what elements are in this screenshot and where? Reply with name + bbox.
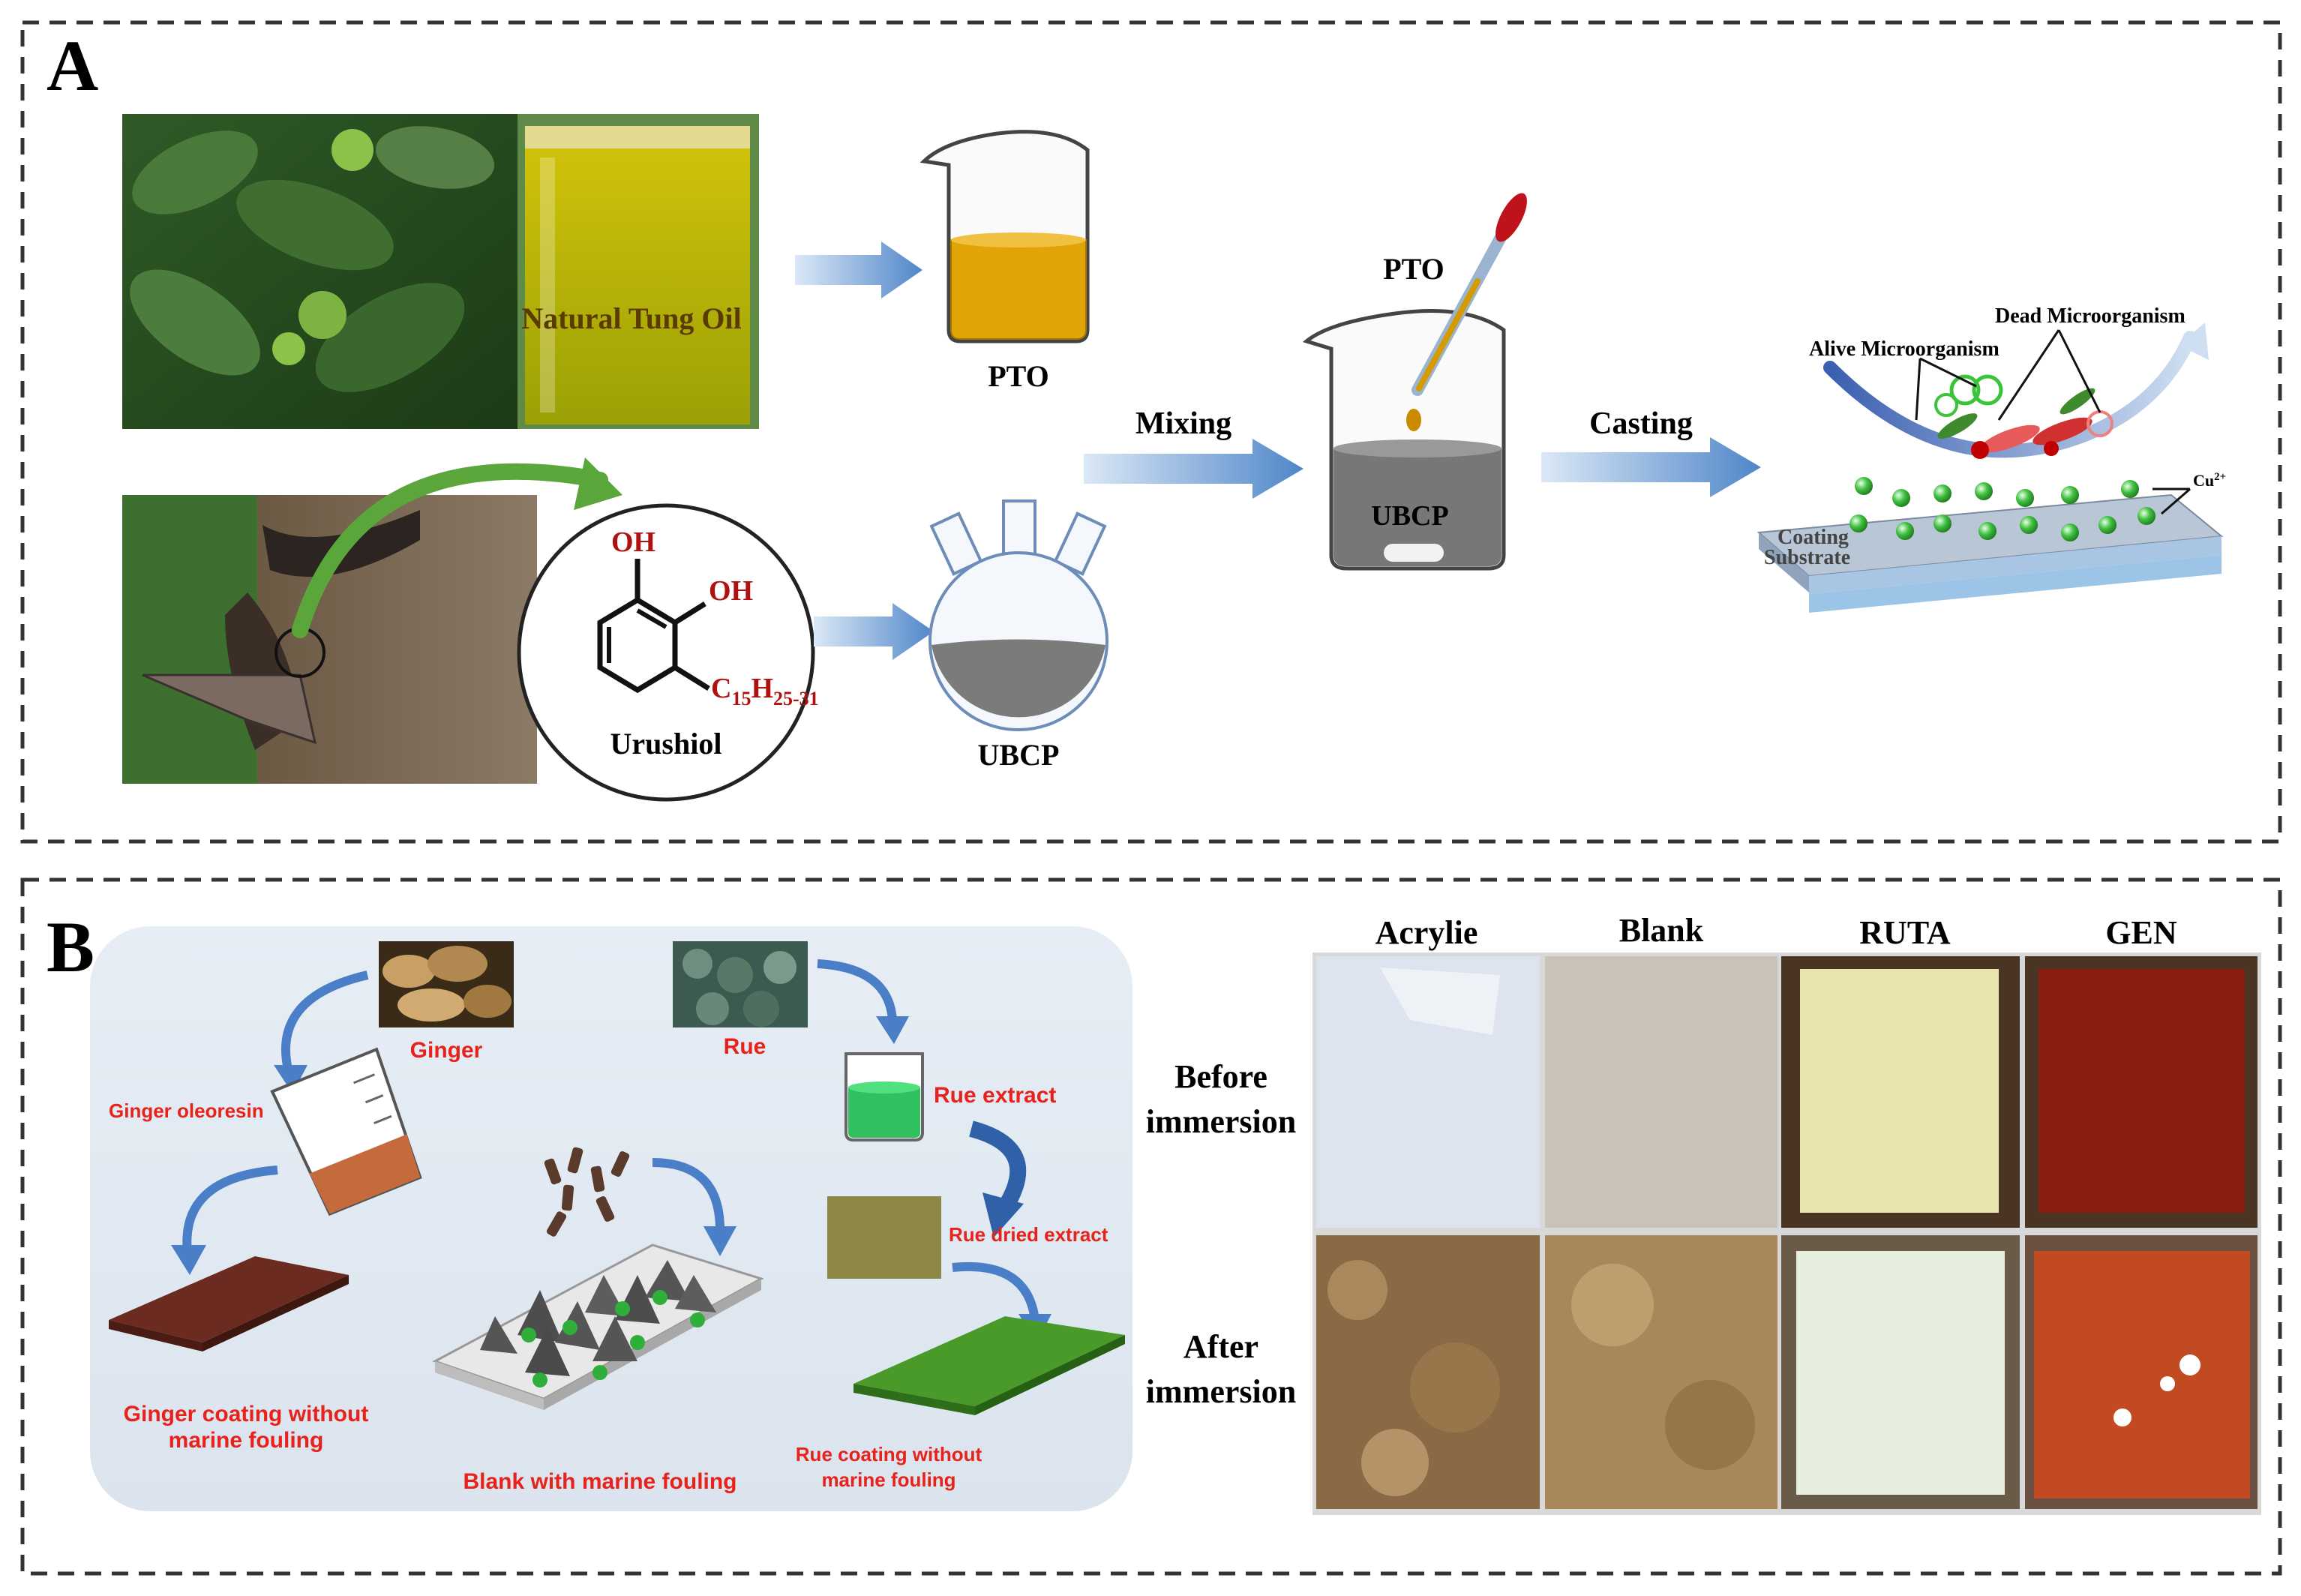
- column-label-gen: GEN: [2105, 914, 2177, 951]
- mixing-beaker-icon: [1302, 309, 1506, 571]
- photo-ruta-after: [1796, 1251, 2005, 1495]
- rue-coating-label-1: Rue coating without: [796, 1443, 982, 1466]
- urushiol-name: Urushiol: [610, 727, 722, 760]
- coating-label: Coating: [1778, 526, 1849, 549]
- ginger-coating-label-2: marine fouling: [169, 1428, 324, 1453]
- photo-gen-before: [2038, 969, 2245, 1213]
- photo-grid: [1312, 952, 2261, 1515]
- curved-green-arrowhead: [574, 458, 622, 510]
- panel-b-letter: B: [46, 907, 94, 987]
- alive-microorganism-label: Alive Microorganism: [1809, 338, 2000, 361]
- urushiol-side-chain: C15H25-31: [711, 673, 819, 710]
- arrowhead-extract: [982, 1192, 1024, 1238]
- pto-beaker-icon: [920, 130, 1090, 344]
- rue-extract-label: Rue extract: [934, 1083, 1056, 1108]
- arrow-oil-to-pto: [795, 242, 922, 298]
- rue-extract-beaker-icon: [844, 1052, 924, 1142]
- rue-dried-extract-photo: [827, 1196, 941, 1279]
- rue-coating-label-2: marine fouling: [821, 1468, 956, 1491]
- ubcp-flask-icon: [928, 500, 1108, 731]
- column-label-blank: Blank: [1619, 912, 1704, 949]
- mixing-label: Mixing: [1136, 406, 1232, 441]
- cu-ions: [1850, 477, 2156, 542]
- tung-tree-photo: [122, 114, 518, 429]
- arrow-particles-to-blank: [652, 1158, 724, 1231]
- arrow-mixing: [1084, 439, 1304, 499]
- lacquer-tree-photo: [122, 495, 537, 784]
- cu-label: Cu2+: [2193, 471, 2226, 490]
- pipette-label: PTO: [1383, 252, 1444, 286]
- curved-green-arrow: [292, 463, 608, 638]
- arrow-rue-to-extract: [817, 959, 897, 1021]
- fouling-particles-icon: [544, 1147, 630, 1237]
- ginger-photo: [379, 941, 514, 1028]
- tung-oil-photo: [518, 114, 759, 429]
- ginger-label: Ginger: [410, 1038, 483, 1063]
- row-label-before-1: Before: [1174, 1058, 1268, 1095]
- panel-a-letter: A: [46, 26, 98, 106]
- tung-oil-label: Natural Tung Oil: [521, 302, 741, 335]
- mix-beaker-label: UBCP: [1371, 500, 1448, 532]
- casting-label: Casting: [1589, 406, 1693, 441]
- urushiol-oh1: OH: [611, 526, 656, 558]
- rue-coating-plate: [854, 1316, 1125, 1415]
- rue-photo: [673, 941, 808, 1028]
- arrow-urushiol-to-ubcp: [814, 603, 934, 660]
- ginger-oleoresin-label: Ginger oleoresin: [109, 1100, 264, 1122]
- pipette-icon: [1406, 193, 1527, 431]
- arrowhead-rue: [876, 1016, 909, 1044]
- arrow-oleoresin-to-coating: [182, 1166, 278, 1253]
- arrowhead-oleoresin: [171, 1245, 206, 1275]
- rue-label: Rue: [724, 1034, 766, 1059]
- pto-beaker-label: PTO: [988, 359, 1049, 393]
- row-label-before-2: immersion: [1146, 1103, 1296, 1140]
- arrow-casting: [1541, 437, 1761, 497]
- blank-fouling-label: Blank with marine fouling: [463, 1469, 736, 1494]
- column-label-ruta: RUTA: [1859, 914, 1951, 951]
- panel-b-border: [20, 878, 2282, 1576]
- ubcp-flask-label: UBCP: [978, 738, 1060, 772]
- photo-blank-before: [1545, 956, 1778, 1228]
- arrowhead-ginger: [274, 1065, 308, 1094]
- substrate-label: Substrate: [1764, 546, 1850, 569]
- urushiol-oh2: OH: [709, 575, 753, 607]
- arrow-extract-to-dried: [968, 1120, 1027, 1212]
- dead-microorganism-label: Dead Microorganism: [1995, 304, 2186, 328]
- column-label-acrylie: Acrylie: [1376, 914, 1478, 951]
- arrowhead-particles: [704, 1226, 736, 1256]
- urushiol-structure: [517, 503, 815, 802]
- ginger-coating-label-1: Ginger coating without: [124, 1402, 369, 1426]
- arrow-dried-to-coating: [952, 1262, 1040, 1321]
- rue-dried-extract-label: Rue dried extract: [949, 1223, 1108, 1246]
- row-label-after-1: After: [1184, 1328, 1258, 1365]
- oleoresin-cup-icon: [270, 1047, 422, 1216]
- ginger-coating-plate: [109, 1256, 349, 1352]
- arrow-ginger-to-oleoresin: [281, 970, 369, 1074]
- photo-gen-after: [2034, 1251, 2250, 1498]
- photo-blank-after: [1545, 1235, 1778, 1509]
- row-label-after-2: immersion: [1146, 1373, 1296, 1410]
- photo-ruta-before: [1800, 969, 1999, 1213]
- blank-fouled-plate: [432, 1244, 764, 1410]
